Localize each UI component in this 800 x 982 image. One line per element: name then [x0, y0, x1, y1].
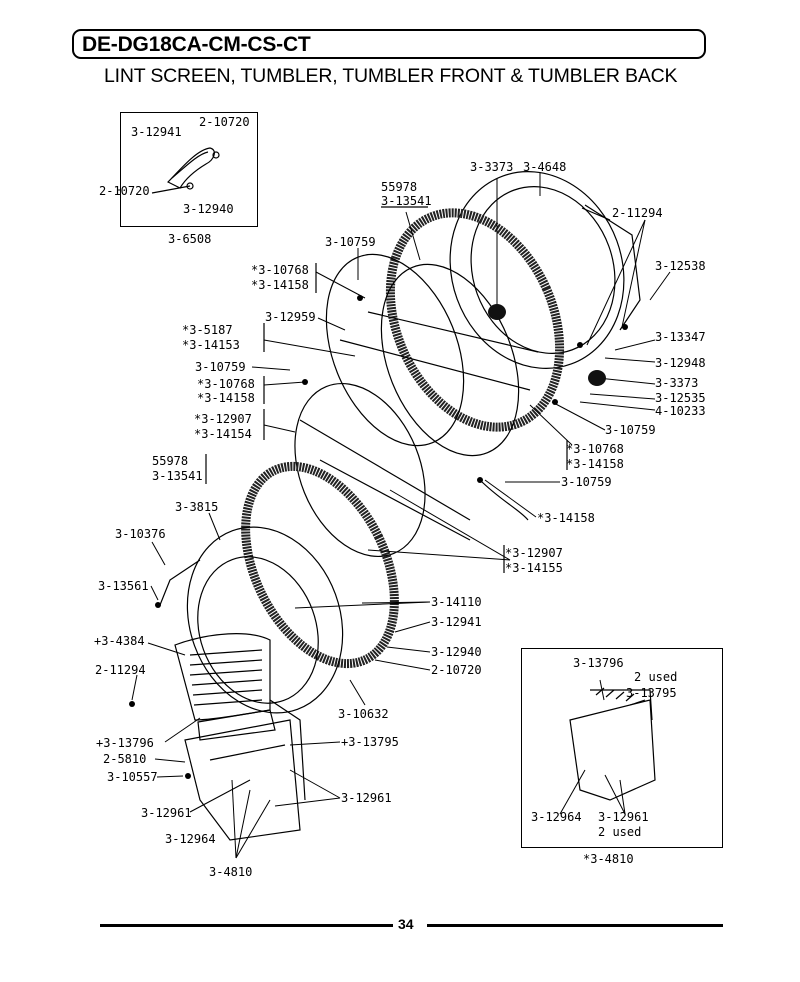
- callout-2-5810: 2-5810: [103, 752, 147, 766]
- inset1-label-3-12941: 3-12941: [131, 125, 182, 139]
- callout-3-12961-right: 3-12961: [341, 791, 392, 805]
- callout-3-10768: *3-10768: [251, 263, 309, 277]
- callout-3-14158-left: *3-14158: [197, 391, 255, 405]
- callout-3-13541: 3-13541: [381, 194, 432, 208]
- callout-3-12959: 3-12959: [265, 310, 316, 324]
- callout-3-12961-left: 3-12961: [141, 806, 192, 820]
- callout-3-14155: *3-14155: [505, 561, 563, 575]
- inset-frame-tumbler-front-assembly: [521, 648, 723, 848]
- tumbler-back-drawing: [449, 171, 641, 369]
- callout-3-10759-left: 3-10759: [195, 360, 246, 374]
- callout-3-12941: 3-12941: [431, 615, 482, 629]
- lint-screen-handle-drawing: [151, 147, 220, 194]
- inset-duct-assembly-drawing: [569, 687, 656, 801]
- callout-3-12964: 3-12964: [165, 832, 216, 846]
- model-title: DE-DG18CA-CM-CS-CT: [82, 33, 311, 56]
- callout-3-10759-right: 3-10759: [605, 423, 656, 437]
- callout-55978: 55978: [381, 180, 418, 194]
- callout-3-10759: 3-10759: [325, 235, 376, 249]
- callout-2-10720: 2-10720: [431, 663, 482, 677]
- callout-3-13347: 3-13347: [655, 330, 706, 344]
- callout-3-12535: 3-12535: [655, 391, 706, 405]
- callout-3-12907: *3-12907: [194, 412, 252, 426]
- callout-3-13796: +3-13796: [96, 736, 154, 750]
- footer-rule-right: [427, 924, 723, 927]
- inset2-label-3-13795: 3-13795: [626, 686, 677, 700]
- inset1-caption: 3-6508: [168, 232, 212, 246]
- callout-55978-front: 55978: [152, 454, 189, 468]
- callout-3-10557: 3-10557: [107, 770, 158, 784]
- footer-rule-left: [100, 924, 393, 927]
- callout-3-3815: 3-3815: [175, 500, 219, 514]
- callout-3-14153: *3-14153: [182, 338, 240, 352]
- tumbler-front-seal-drawing: [241, 461, 399, 669]
- callout-3-3373-right: 3-3373: [655, 376, 699, 390]
- inset-frame-lint-screen-handle: [120, 112, 258, 227]
- callout-3-14158-lower: *3-14158: [537, 511, 595, 525]
- callout-2-11294: 2-11294: [612, 206, 663, 220]
- callout-3-14158: *3-14158: [251, 278, 309, 292]
- page-number: 34: [398, 916, 414, 932]
- section-title: LINT SCREEN, TUMBLER, TUMBLER FRONT & TU…: [104, 65, 678, 87]
- roller-parts: [129, 295, 628, 779]
- inset1-label-2-10720-lower: 2-10720: [99, 184, 150, 198]
- callout-3-10759-lower: 3-10759: [561, 475, 612, 489]
- tumbler-drum-drawing: [294, 253, 539, 558]
- callout-3-14158-right: *3-14158: [566, 457, 624, 471]
- callout-3-12948: 3-12948: [655, 356, 706, 370]
- callout-3-10768-left: *3-10768: [197, 377, 255, 391]
- callout-3-4810: 3-4810: [209, 865, 253, 879]
- inset2-label-3-12964: 3-12964: [531, 810, 582, 824]
- callout-3-5187: *3-5187: [182, 323, 233, 337]
- lint-duct-drawing: [184, 699, 306, 841]
- callout-brackets: [205, 206, 568, 573]
- callout-3-13795: +3-13795: [341, 735, 399, 749]
- callout-leader-lines: [118, 172, 671, 859]
- callout-3-10632: 3-10632: [338, 707, 389, 721]
- inset2-label-2-used-bottom: 2 used: [598, 825, 642, 839]
- callout-3-4648: 3-4648: [523, 160, 567, 174]
- callout-3-13541-front: 3-13541: [152, 469, 203, 483]
- title-box: [72, 29, 706, 59]
- inset1-label-2-10720: 2-10720: [199, 115, 250, 129]
- callout-3-13561: 3-13561: [98, 579, 149, 593]
- callout-3-12538: 3-12538: [655, 259, 706, 273]
- inset2-caption: *3-4810: [583, 852, 634, 866]
- inset2-label-3-12961: 3-12961: [598, 810, 649, 824]
- tumbler-front-drawing: [159, 526, 344, 714]
- callout-3-12907-lower: *3-12907: [505, 546, 563, 560]
- callout-3-10376: 3-10376: [115, 527, 166, 541]
- inset1-label-3-12940: 3-12940: [183, 202, 234, 216]
- callout-3-14110: 3-14110: [431, 595, 482, 609]
- tumbler-back-seal-drawing: [385, 208, 565, 432]
- inset2-label-2-used-top: 2 used: [634, 670, 678, 684]
- callout-3-4384: +3-4384: [94, 634, 145, 648]
- inset2-label-3-13796: 3-13796: [573, 656, 624, 670]
- callout-4-10233: 4-10233: [655, 404, 706, 418]
- callout-2-11294-lower: 2-11294: [95, 663, 146, 677]
- callout-3-3373: 3-3373: [470, 160, 514, 174]
- callout-3-12940: 3-12940: [431, 645, 482, 659]
- callout-3-10768-right: *3-10768: [566, 442, 624, 456]
- callout-3-14154: *3-14154: [194, 427, 252, 441]
- lint-screen-drawing: [174, 633, 276, 741]
